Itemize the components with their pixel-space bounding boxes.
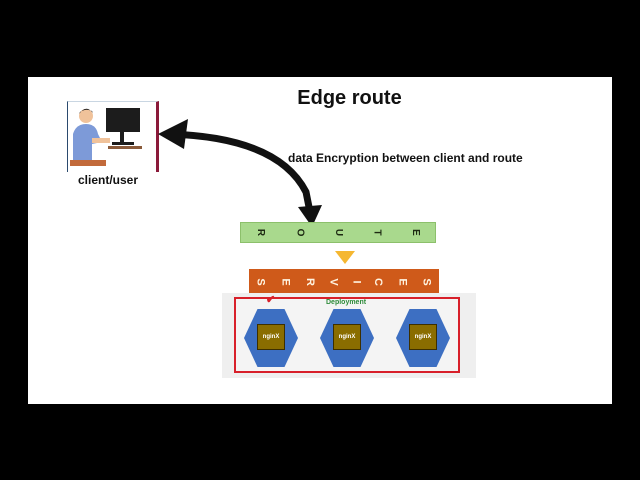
client-illustration — [67, 101, 159, 172]
route-letter: R — [255, 228, 267, 237]
services-letter: E — [396, 278, 409, 286]
services-letter: S — [420, 278, 433, 286]
services-letter: S — [255, 278, 268, 286]
pod-hexagon: nginX — [396, 309, 450, 367]
deployment-label: Deployment — [326, 299, 367, 306]
encryption-label: data Encryption between client and route — [288, 151, 523, 165]
diagram-title: Edge route — [297, 87, 402, 109]
deployment-box: Deployment nginX nginX nginX ✔ — [234, 294, 460, 373]
check-icon: ✔ — [266, 294, 276, 306]
route-letter: O — [294, 228, 306, 237]
route-letter: U — [333, 228, 345, 237]
slide: Edge route client/user data Encryption b… — [28, 77, 612, 404]
down-arrow-icon — [335, 251, 355, 264]
services-letter: V — [328, 278, 341, 286]
pod-hexagon: nginX — [244, 309, 298, 367]
services-letter: R — [303, 278, 316, 286]
client-label: client/user — [78, 173, 139, 187]
nginx-pod: nginX — [333, 324, 361, 350]
services-letter: C — [372, 278, 385, 286]
bidirectional-arrow — [158, 119, 322, 227]
services-letter: E — [279, 278, 292, 286]
services-letter: I — [350, 280, 363, 284]
person-at-computer-icon — [70, 108, 142, 166]
pod-hexagon: nginX — [320, 309, 374, 367]
route-letter: T — [372, 229, 384, 236]
nginx-pod: nginX — [409, 324, 437, 350]
nginx-pod: nginX — [257, 324, 285, 350]
route-letter: E — [410, 229, 422, 236]
